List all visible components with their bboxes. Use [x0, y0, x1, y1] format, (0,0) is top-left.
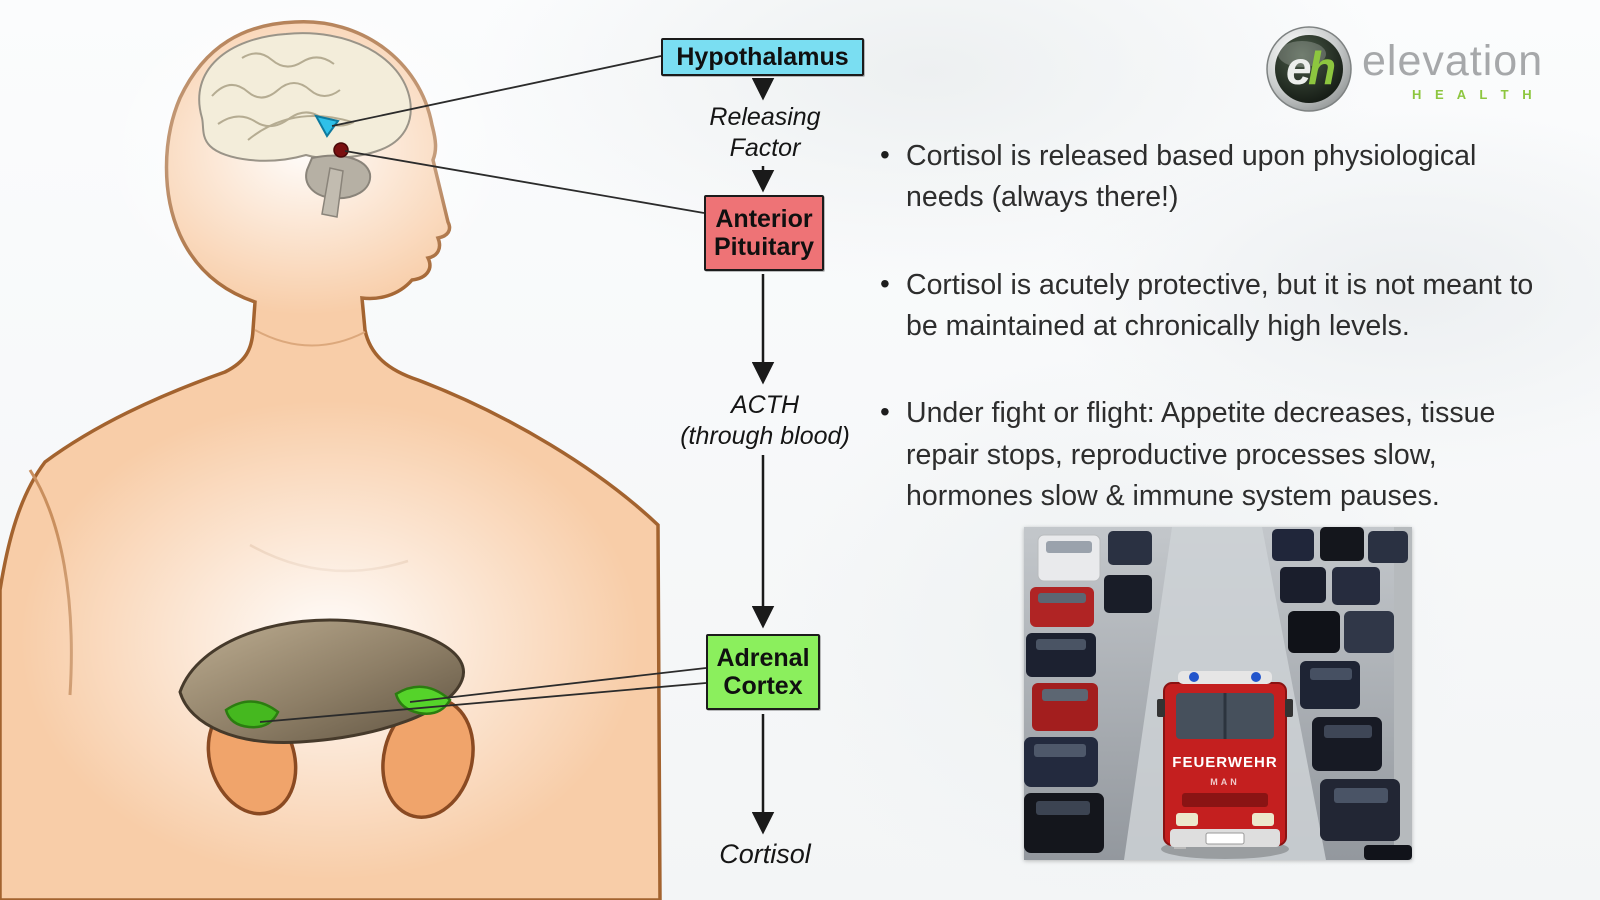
logo-brand-subtitle: H E A L T H: [1412, 87, 1537, 102]
bullet-item-3: Under fight or flight: Appetite decrease…: [878, 392, 1538, 517]
fire-truck-photo: FEUERWEHR MAN: [1024, 527, 1412, 860]
flow-node-hypothalamus: Hypothalamus: [661, 38, 864, 76]
logo-text: elevation H E A L T H: [1362, 24, 1544, 103]
logo-badge: e h: [1266, 26, 1352, 112]
connector-lines: [259, 55, 707, 723]
brain: [198, 32, 412, 218]
traffic-right: [1272, 527, 1412, 860]
logo-brand-name: elevation: [1362, 37, 1544, 85]
bullet-item-2: Cortisol is acutely protective, but it i…: [878, 264, 1538, 348]
flow-label-cortisol: Cortisol: [680, 838, 850, 871]
bullet-list: Cortisol is released based upon physiolo…: [878, 135, 1538, 563]
flow-label-releasing-factor: Releasing Factor: [680, 102, 850, 163]
pituitary-marker: [333, 142, 349, 158]
releasing-factor-line1: Releasing: [709, 103, 821, 131]
sidewalk: [1394, 527, 1412, 860]
hypothalamus-marker: [314, 114, 340, 138]
head-glow: [95, 0, 515, 315]
adrenal-cortex-line1: Adrenal: [716, 644, 810, 672]
cortisol-label: Cortisol: [719, 839, 811, 869]
adrenal-cortex-line2: Cortex: [723, 672, 803, 700]
anterior-pituitary-line2: Pituitary: [713, 233, 815, 261]
brainstem: [321, 167, 344, 218]
bullet-item-1: Cortisol is released based upon physiolo…: [878, 135, 1538, 219]
acth-line2: (through blood): [680, 421, 850, 450]
flow-node-anterior-pituitary: Anterior Pituitary: [704, 195, 824, 271]
flow-label-acth: ACTH (through blood): [655, 390, 875, 451]
truck-feuerwehr-text: FEUERWEHR: [1172, 754, 1277, 771]
logo-monogram-e: e: [1286, 42, 1312, 94]
truck-brand-text: MAN: [1210, 777, 1240, 787]
acth-line1: ACTH: [730, 391, 800, 419]
traffic-left: [1024, 531, 1152, 853]
logo-monogram-h: h: [1308, 42, 1336, 94]
fire-truck: FEUERWEHR MAN: [1157, 671, 1293, 859]
anterior-pituitary-line1: Anterior: [715, 205, 813, 233]
flow-node-adrenal-cortex: Adrenal Cortex: [706, 634, 820, 710]
elevation-health-logo: e h elevation H E A L T H: [1264, 24, 1543, 114]
releasing-factor-line2: Factor: [729, 133, 801, 162]
flow-node-hypothalamus-label: Hypothalamus: [676, 43, 849, 71]
